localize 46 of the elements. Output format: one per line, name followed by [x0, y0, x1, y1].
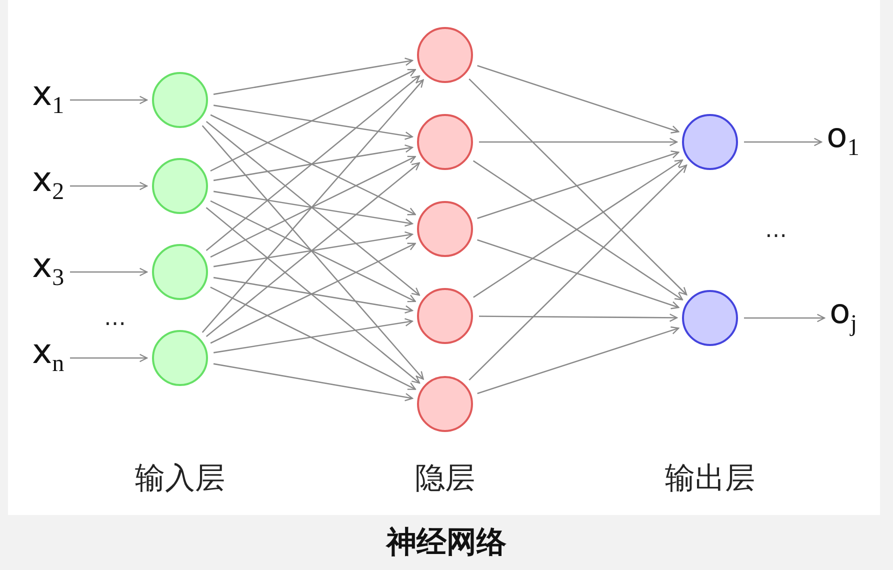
caption: 神经网络	[386, 525, 506, 560]
arrow	[202, 125, 424, 380]
arrow	[210, 114, 416, 216]
arrow	[468, 164, 688, 381]
arrow	[210, 242, 416, 344]
arrow	[206, 75, 420, 251]
arrow	[210, 200, 416, 302]
variable-label: x$_{2}$	[32, 160, 64, 212]
arrow	[213, 363, 414, 402]
arrow	[70, 354, 148, 362]
arrow	[477, 150, 680, 220]
arrow	[477, 326, 680, 394]
arrow	[479, 138, 678, 146]
arrow	[70, 96, 148, 104]
layer-label: 输出层	[665, 460, 755, 498]
variable-label: o$_{j}$	[830, 292, 857, 344]
arrow	[213, 58, 414, 95]
arrow	[206, 162, 420, 338]
arrow	[70, 268, 148, 276]
arrow	[210, 286, 416, 390]
variable-label: x$_{n}$	[32, 332, 64, 384]
arrow	[206, 120, 420, 296]
arrow	[213, 318, 413, 354]
arrow	[206, 207, 420, 384]
arrow	[213, 104, 413, 140]
arrow	[744, 314, 826, 322]
arrow	[477, 64, 680, 134]
arrow	[210, 69, 416, 172]
arrow	[744, 138, 822, 146]
arrow	[477, 239, 680, 310]
arrow	[213, 276, 414, 314]
arrow	[202, 79, 424, 333]
ellipsis: …	[104, 306, 126, 330]
ellipsis: …	[765, 218, 787, 242]
variable-label: o$_{1}$	[826, 116, 860, 168]
arrow	[213, 231, 413, 268]
layer-label: 输入层	[135, 460, 225, 498]
arrow	[213, 144, 414, 182]
layer-label: 隐层	[415, 460, 475, 498]
variable-label: x$_{1}$	[32, 74, 64, 126]
arrow	[468, 78, 688, 296]
arrow	[479, 314, 678, 322]
arrow	[213, 190, 413, 227]
variable-label: x$_{3}$	[32, 246, 64, 298]
arrow	[70, 182, 148, 190]
arrow	[210, 156, 416, 258]
